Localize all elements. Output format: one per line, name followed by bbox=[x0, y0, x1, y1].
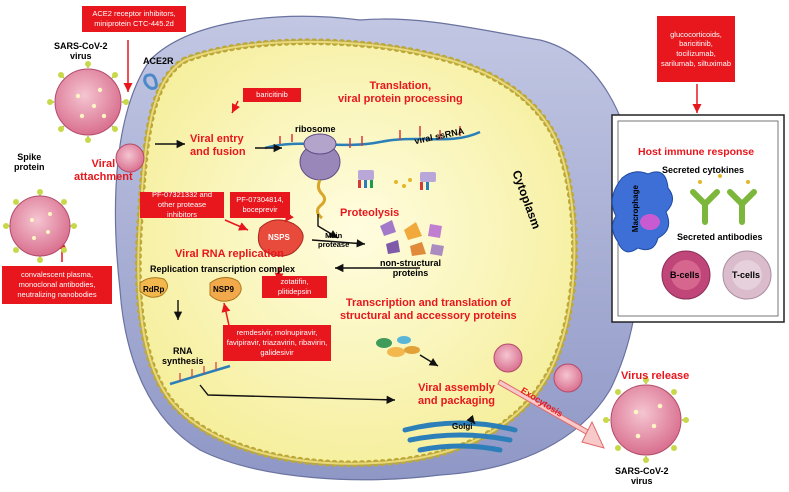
ribosome bbox=[299, 133, 341, 220]
transcription-translation-label: Transcription and translation of structu… bbox=[340, 297, 517, 322]
ace2-inhibitors-box: ACE2 receptor inhibitors, miniprotein CT… bbox=[82, 6, 186, 32]
macrophage-label: Macrophage bbox=[630, 185, 640, 233]
rdrp-label: RdRp bbox=[143, 285, 165, 294]
t-cells-label: T-cells bbox=[732, 270, 761, 280]
b-cells-label: B-cells bbox=[670, 270, 700, 280]
spike-protein-label: Spike protein bbox=[14, 152, 45, 173]
zotatifin-box: zotatifin, plitidepsin bbox=[262, 276, 327, 298]
sars-cov-2-virus-released bbox=[603, 377, 689, 463]
ace2r-label: ACE2R bbox=[143, 56, 174, 66]
virus-budding bbox=[553, 363, 583, 393]
sars-cov-2-virus-left bbox=[3, 189, 77, 263]
protease-inhibitors-box: PF-07321332 and other protease inhibitor… bbox=[140, 190, 224, 219]
antibody-shapes bbox=[690, 189, 757, 225]
proteolysis-label: Proteolysis bbox=[340, 207, 400, 219]
non-structural-label: non-structural proteins bbox=[380, 258, 442, 279]
pf-boceprevir-box: PF-07304814, boceprevir bbox=[230, 192, 290, 218]
viral-attachment-label: Viral attachment bbox=[74, 158, 133, 183]
exocytosis-arrow bbox=[497, 379, 605, 449]
virus-release-label: Virus release bbox=[621, 370, 690, 382]
ribosome-label: ribosome bbox=[295, 124, 336, 134]
golgi-label: Golgi bbox=[452, 422, 473, 431]
translation-label: Translation, viral protein processing bbox=[338, 80, 463, 105]
nsps-label: NSPS bbox=[268, 233, 290, 242]
rna-synthesis-label: RNA synthesis bbox=[162, 346, 204, 367]
ace2-receptor bbox=[143, 73, 158, 90]
main-protease-label: Main protease bbox=[318, 231, 350, 249]
baricitinib-box: baricitinib bbox=[243, 88, 301, 102]
rtc-label: Replication transcription complex bbox=[150, 264, 296, 274]
virus-fusing bbox=[115, 143, 145, 173]
viral-ssrna-strand bbox=[264, 126, 481, 150]
cytokines-label: Secreted cytokines bbox=[662, 165, 745, 175]
virus-bottom-label: SARS-CoV-2 virus bbox=[615, 466, 669, 487]
structural-proteins bbox=[376, 336, 420, 357]
non-structural-proteins bbox=[380, 220, 444, 256]
antibodies-box: convalescent plasma, monoclonal antibodi… bbox=[2, 266, 112, 304]
nsp9-shape bbox=[209, 277, 242, 302]
nsps-polyprotein bbox=[257, 219, 304, 257]
trna-molecules bbox=[358, 170, 436, 190]
viral-assembly-label: Viral assembly and packaging bbox=[418, 382, 496, 407]
sars-cov-2-virus-top bbox=[47, 61, 129, 143]
golgi bbox=[402, 420, 518, 453]
viral-rna-replication-label: Viral RNA replication bbox=[175, 248, 284, 260]
nsp9-label: NSP9 bbox=[213, 285, 234, 294]
assembling-virion bbox=[493, 343, 523, 373]
rdrp-inhibitors-box: remdesivir, molnupiravir, favipiravir, t… bbox=[223, 325, 331, 361]
antibodies-label: Secreted antibodies bbox=[677, 232, 763, 242]
virus-top-label: SARS-CoV-2 virus bbox=[54, 41, 108, 62]
immunomodulators-box: glucocorticoids, baricitinib, tocilizuma… bbox=[657, 16, 735, 82]
cytokine-dots bbox=[698, 174, 750, 184]
macrophage-cell bbox=[611, 171, 673, 253]
rna-synthesis-strand bbox=[169, 362, 231, 386]
viral-entry-label: Viral entry and fusion bbox=[190, 133, 246, 158]
immune-title: Host immune response bbox=[638, 146, 755, 158]
rdrp-shape bbox=[139, 277, 168, 298]
